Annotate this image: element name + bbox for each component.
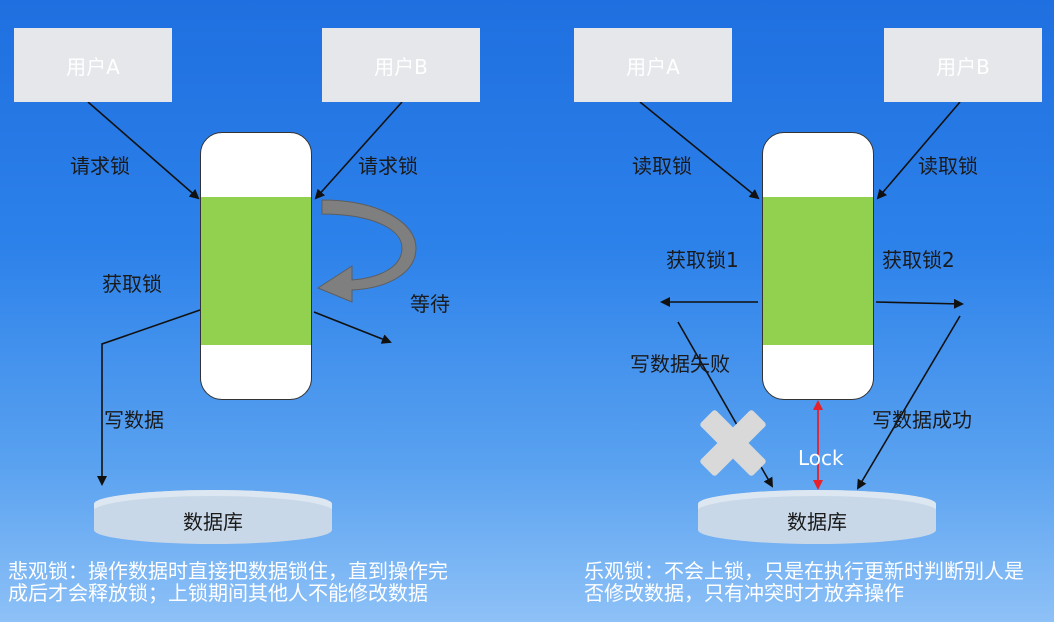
arrow-right-user-a-to-lock [639,101,760,200]
fail-x-icon [700,410,766,476]
arrow-right-user-b-to-lock [876,101,961,200]
right-write-success-label: 写数据成功 [872,408,972,432]
right-user-a-label: 用户A [626,54,680,79]
arrow-user-a-to-lock [87,101,200,200]
lock-label: Lock [798,446,844,470]
wait-curved-arrow-icon [316,199,417,303]
arrow-wait-out [313,311,392,344]
arrow-user-b-to-lock [314,101,403,200]
pessimistic-lock-caption: 悲观锁：操作数据时直接把数据锁住，直到操作完成后才会释放锁；上锁期间其他人不能修… [8,560,448,605]
left-user-b-box: 用户B [322,28,480,102]
left-database-label: 数据库 [183,509,243,534]
left-user-a-label: 用户A [66,54,120,79]
left-wait-label: 等待 [410,292,450,316]
left-lock-pillar [200,132,312,400]
left-database: 数据库 [94,490,332,544]
right-user-a-box: 用户A [574,28,732,102]
left-request-lock-label-a: 请求锁 [70,154,130,178]
right-write-fail-label: 写数据失败 [630,352,730,376]
left-request-lock-label-b: 请求锁 [358,154,418,178]
right-lock-pillar [762,132,874,400]
left-lock-band [201,197,311,345]
right-acquire-lock-1-label: 获取锁1 [666,248,739,272]
optimistic-lock-caption: 乐观锁：不会上锁，只是在执行更新时判断别人是否修改数据，只有冲突时才放弃操作 [584,560,1024,605]
arrow-write-data [97,309,201,486]
arrow-write-success [856,315,961,490]
arrow-acquire-2 [875,298,964,309]
right-lock-band [763,197,873,345]
left-user-b-label: 用户B [374,54,428,79]
right-user-b-label: 用户B [936,54,990,79]
right-read-lock-label-a: 读取锁 [632,154,692,178]
left-acquire-lock-label: 获取锁 [102,272,162,296]
left-write-data-label: 写数据 [104,408,164,432]
right-user-b-box: 用户B [884,28,1042,102]
right-acquire-lock-2-label: 获取锁2 [882,248,955,272]
right-database: 数据库 [698,490,936,544]
right-database-label: 数据库 [787,509,847,534]
right-read-lock-label-b: 读取锁 [918,154,978,178]
left-user-a-box: 用户A [14,28,172,102]
